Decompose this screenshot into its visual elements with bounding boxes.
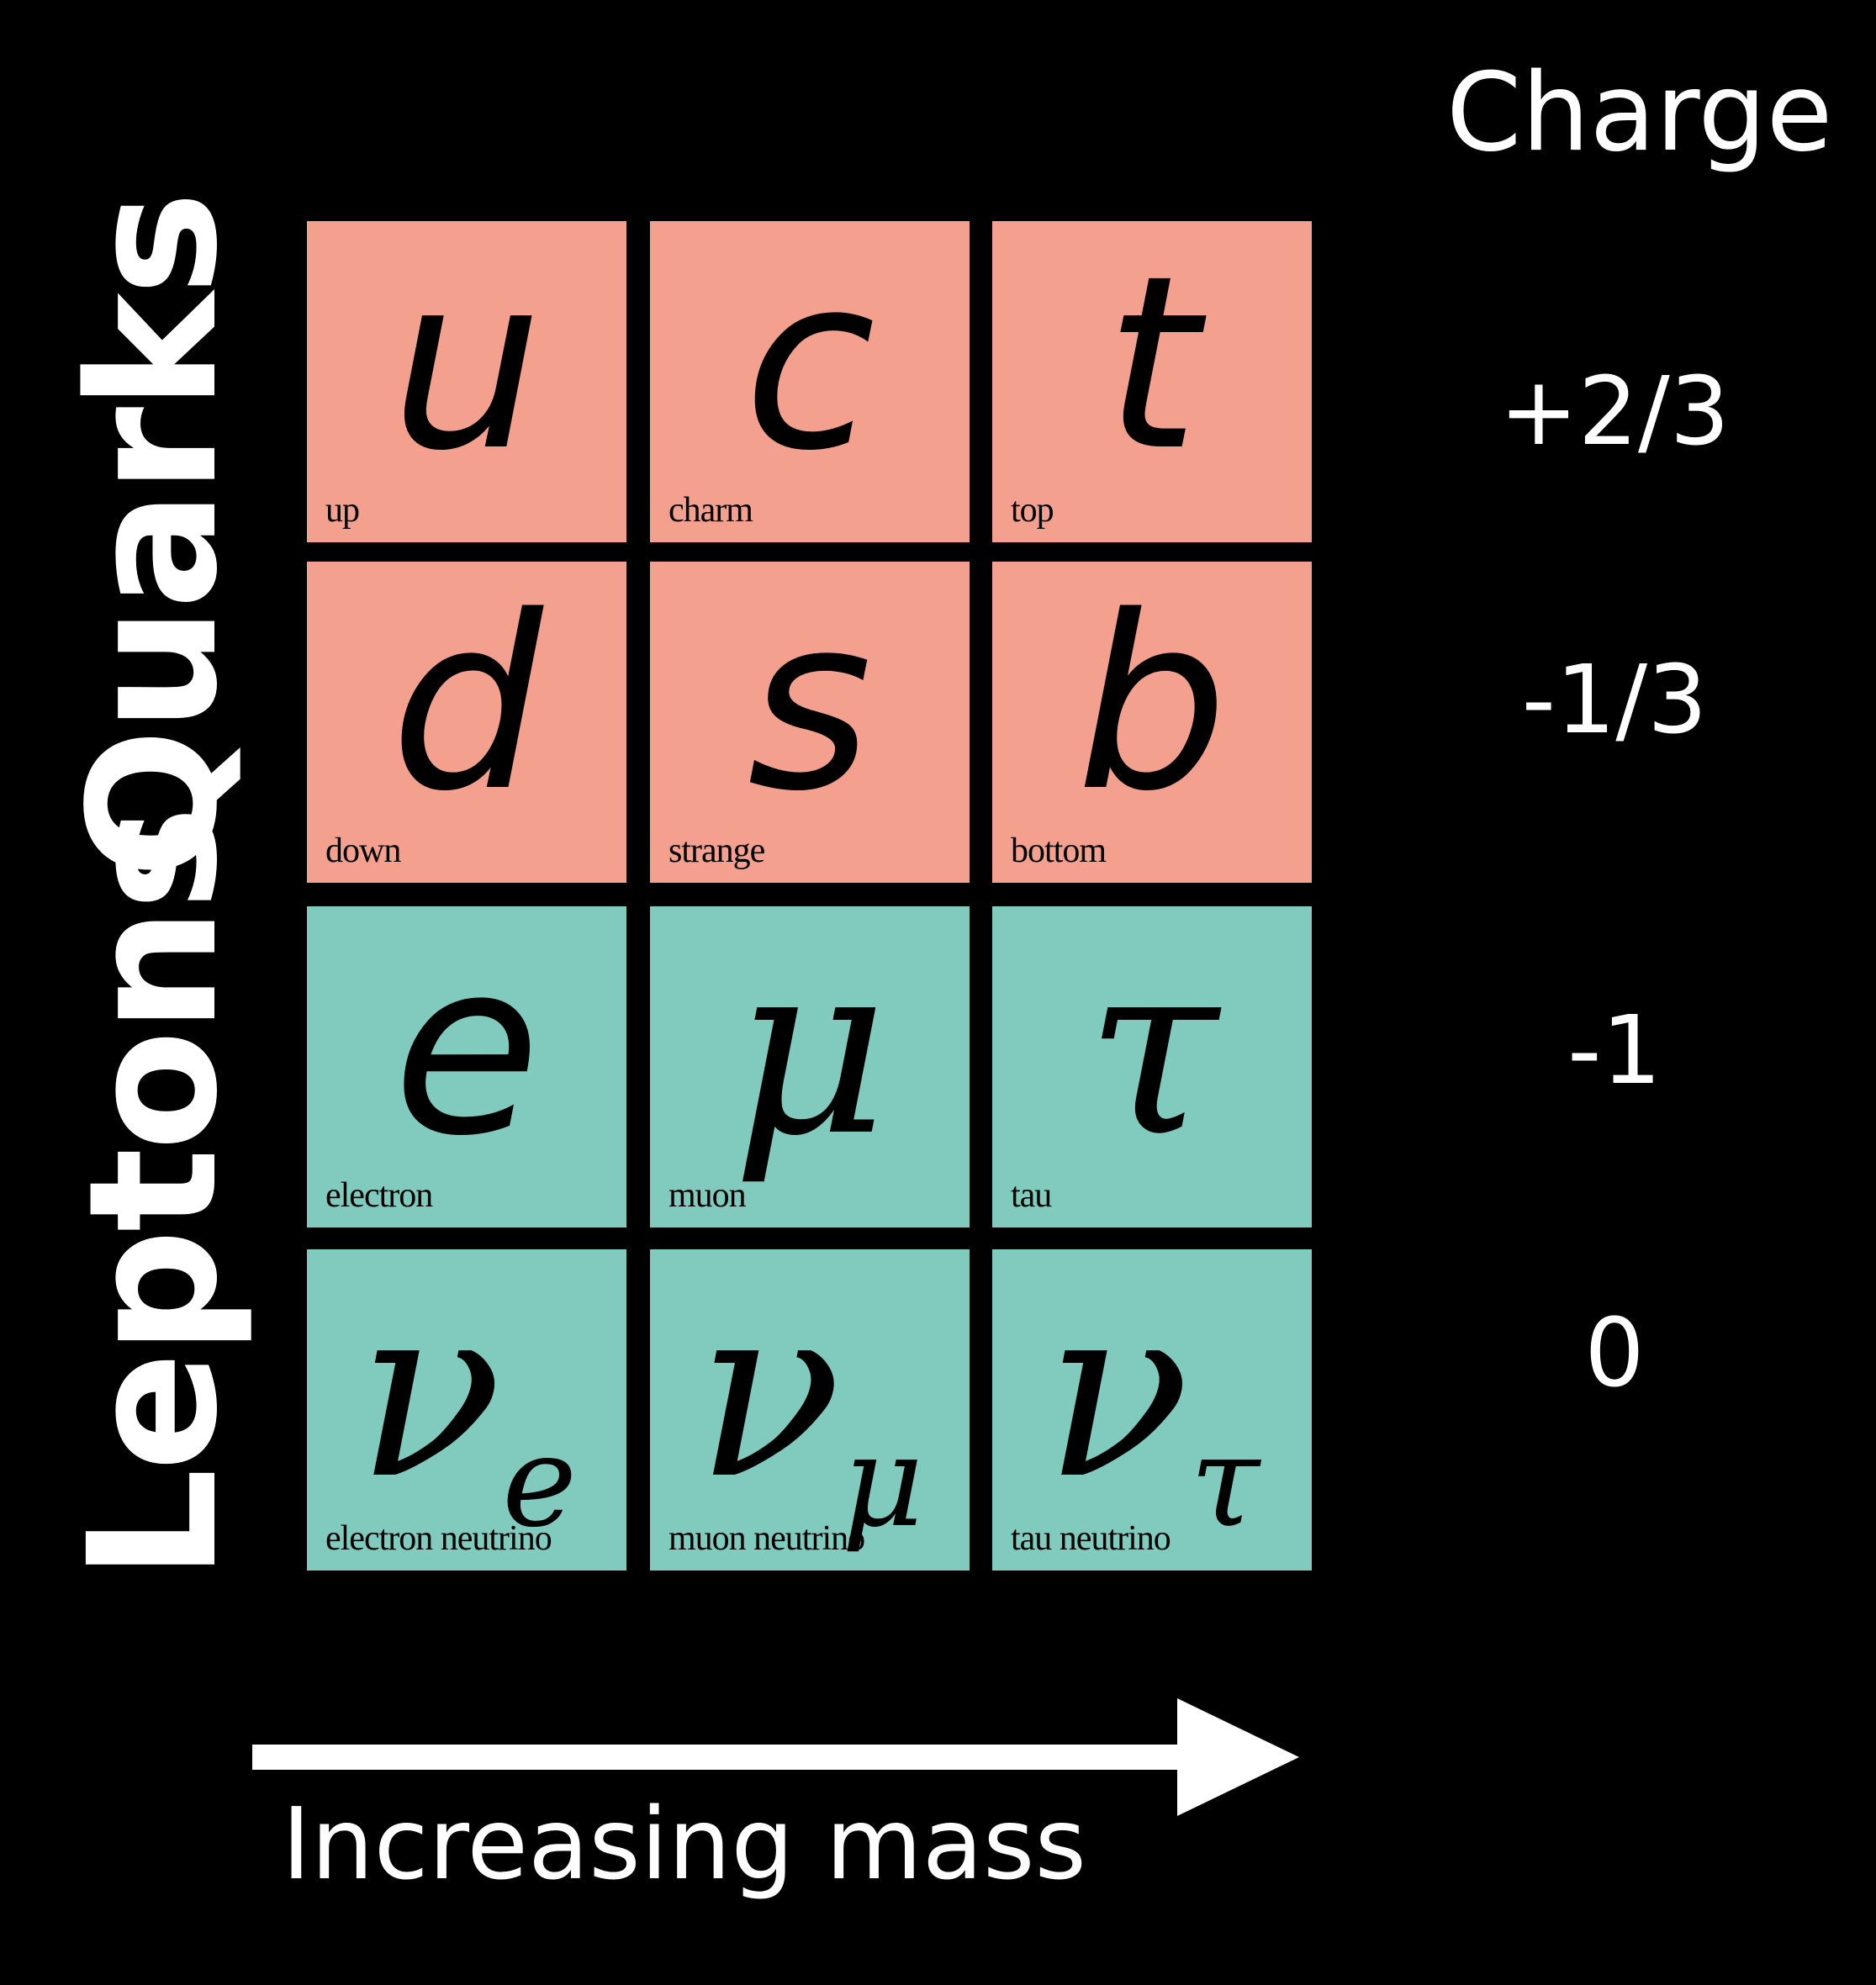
particle-symbol-subscript: μ <box>841 1409 924 1555</box>
particle-symbol-subscript: e <box>502 1409 578 1555</box>
particle-name: tau <box>1011 1176 1052 1215</box>
particle-symbol-subscript: τ <box>1190 1409 1260 1555</box>
charge-value-down-row: -1/3 <box>1521 646 1708 755</box>
particle-symbol: u <box>307 238 626 490</box>
particle-name: charm <box>668 491 753 530</box>
particle-cell-tau-neutrino: ντ tau neutrino <box>992 1249 1312 1571</box>
particle-symbol: d <box>307 578 626 831</box>
particle-symbol-main: μ <box>732 910 888 1189</box>
particle-symbol: νμ <box>650 1266 970 1608</box>
particle-symbol: c <box>650 238 970 490</box>
particle-symbol: s <box>650 578 970 831</box>
particle-symbol: e <box>307 923 626 1175</box>
increasing-mass-label: Increasing mass <box>282 1786 1086 1902</box>
arrow-head <box>1177 1698 1299 1816</box>
particle-name: electron <box>325 1176 433 1215</box>
leptons-group-label: Leptons <box>50 809 256 1581</box>
particle-symbol-main: c <box>743 224 876 504</box>
charge-value-up-row: +2/3 <box>1498 357 1731 467</box>
particle-symbol: μ <box>650 923 970 1175</box>
particle-symbol-main: b <box>1075 565 1229 844</box>
particle-symbol: t <box>992 238 1312 490</box>
charge-value-electron-row: -1 <box>1567 996 1662 1106</box>
particle-symbol-main: d <box>390 565 543 844</box>
quarks-group-label: Quarks <box>50 194 256 879</box>
particle-symbol: ντ <box>992 1266 1312 1608</box>
charge-column-title: Charge <box>1446 50 1833 176</box>
particle-symbol-main: ν <box>695 1253 842 1532</box>
particle-name: strange <box>668 831 765 870</box>
particle-name: down <box>325 831 401 870</box>
particle-name: top <box>1011 491 1054 530</box>
particle-symbol-main: u <box>390 224 543 504</box>
particle-name: muon neutrino <box>668 1519 865 1558</box>
particle-name: up <box>325 491 360 530</box>
particle-symbol-main: ν <box>356 1253 503 1532</box>
increasing-mass-arrow <box>252 1698 1299 1816</box>
particle-symbol: τ <box>992 923 1312 1175</box>
particle-symbol-main: τ <box>1086 910 1218 1189</box>
particle-name: electron neutrino <box>325 1519 552 1558</box>
particle-symbol-main: t <box>1105 224 1199 504</box>
particle-name: tau neutrino <box>1011 1519 1171 1558</box>
particle-name: bottom <box>1011 831 1107 870</box>
particle-name: muon <box>668 1176 747 1215</box>
charge-value-neutrino-row: 0 <box>1584 1299 1645 1408</box>
particle-symbol-main: e <box>393 910 541 1189</box>
particle-symbol: νe <box>307 1266 626 1608</box>
arrow-shaft <box>252 1745 1194 1770</box>
particle-symbol: b <box>992 578 1312 831</box>
particle-symbol-main: ν <box>1044 1253 1191 1532</box>
particle-symbol-main: s <box>747 565 873 844</box>
